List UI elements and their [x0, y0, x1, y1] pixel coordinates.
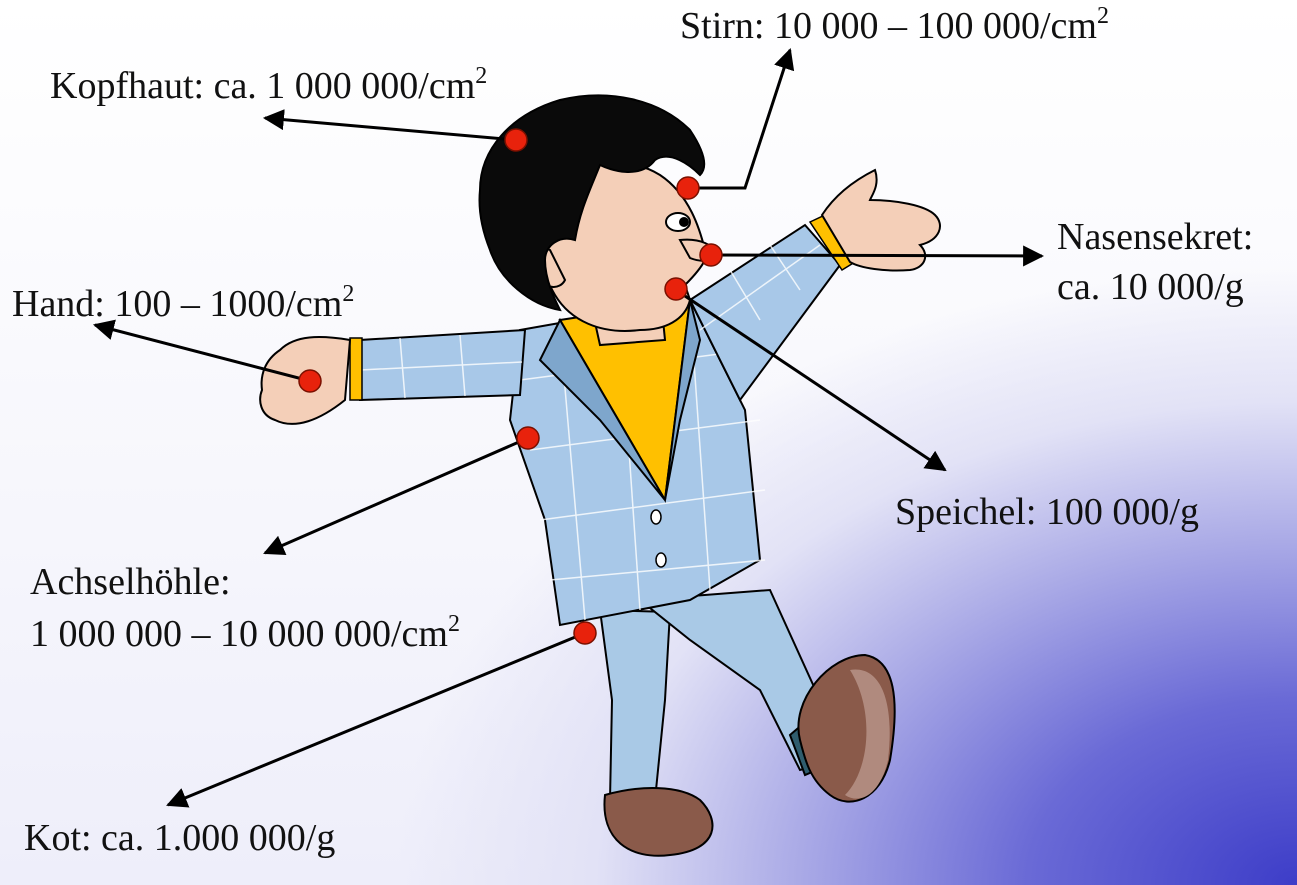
boy-figure — [260, 95, 940, 855]
arrow-kopfhaut — [265, 118, 516, 140]
arrow-stirn — [690, 50, 790, 188]
label-kot-text: Kot: ca. 1.000 000/g — [24, 817, 335, 859]
marker-kot — [574, 622, 596, 644]
label-kopfhaut-sup: 2 — [475, 63, 487, 89]
jacket-button — [656, 553, 666, 567]
left-arm — [360, 330, 525, 400]
left-cuff — [350, 338, 362, 400]
label-hand: Hand: 100 – 1000/cm2 — [12, 282, 354, 328]
pupil — [679, 217, 689, 227]
label-achselhoehle-line1: Achselhöhle: — [30, 556, 460, 608]
jacket-button — [651, 510, 661, 524]
label-achselhoehle-sup: 2 — [448, 611, 460, 637]
label-hand-sup: 2 — [342, 281, 354, 307]
label-nasensekret: Nasensekret: ca. 10 000/g — [1057, 212, 1253, 312]
marker-mund — [665, 278, 687, 300]
marker-stirn — [677, 177, 699, 199]
label-speichel-text: Speichel: 100 000/g — [895, 491, 1199, 533]
label-nasensekret-line2: ca. 10 000/g — [1057, 262, 1253, 312]
label-achselhoehle-line2: 1 000 000 – 10 000 000/cm — [30, 613, 448, 655]
label-stirn: Stirn: 10 000 – 100 000/cm2 — [680, 4, 1109, 50]
marker-kopfhaut — [505, 129, 527, 151]
label-nasensekret-line1: Nasensekret: — [1057, 212, 1253, 262]
label-stirn-sup: 2 — [1097, 3, 1109, 29]
arrow-nasensekret — [712, 255, 1042, 256]
label-kot: Kot: ca. 1.000 000/g — [24, 816, 335, 862]
label-kopfhaut-text: Kopfhaut: ca. 1 000 000/cm — [50, 65, 475, 107]
arrow-achselhoehle — [265, 438, 528, 553]
marker-nase — [700, 244, 722, 266]
back-leg — [600, 610, 670, 800]
label-achselhoehle: Achselhöhle: 1 000 000 – 10 000 000/cm2 — [30, 556, 460, 661]
label-kopfhaut: Kopfhaut: ca. 1 000 000/cm2 — [50, 64, 487, 110]
marker-achselhoehle — [517, 427, 539, 449]
label-hand-text: Hand: 100 – 1000/cm — [12, 283, 342, 325]
label-speichel: Speichel: 100 000/g — [895, 490, 1199, 536]
label-stirn-text: Stirn: 10 000 – 100 000/cm — [680, 5, 1097, 47]
back-shoe — [604, 788, 712, 856]
marker-hand — [299, 370, 321, 392]
